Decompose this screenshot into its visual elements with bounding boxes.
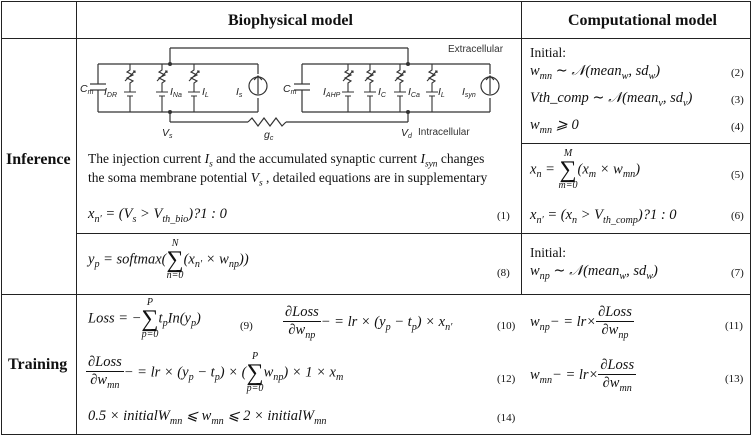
equation-4: wmn ⩾ 0 — [530, 117, 579, 136]
column-divider-1 — [76, 1, 77, 435]
label-il-right: IL — [438, 86, 445, 99]
initial-label-1: Initial: — [530, 45, 566, 60]
equation-10: ∂Loss∂wnp− = lr × (yp − tp) × xn′ — [283, 304, 453, 341]
table-border-left — [1, 1, 2, 435]
equation-8: yp = softmax(N∑n=0(xn′ × wnp)) — [88, 238, 249, 281]
eqnum-12: (12) — [497, 373, 516, 385]
label-vd: Vd — [401, 127, 413, 140]
eqnum-1: (1) — [497, 210, 510, 222]
header-computational: Computational model — [568, 12, 717, 29]
ion-channel-branch — [394, 64, 406, 112]
column-divider-2 — [521, 1, 522, 295]
initial-label-2: Initial: — [530, 245, 566, 260]
section-divider-training — [1, 294, 751, 295]
label-ina: INa — [170, 86, 182, 99]
equation-3: Vth_comp ∼ 𝒩(meanv, sdv) — [530, 90, 693, 109]
label-ica: ICa — [408, 86, 420, 99]
label-intracellular: Intracellular — [418, 127, 470, 138]
equation-1: xn′ = (Vs > Vth_bio)?1 : 0 — [88, 206, 227, 225]
ion-channel-branch — [188, 64, 200, 112]
eqnum-4: (4) — [731, 121, 744, 133]
label-cm-left: Cm — [80, 83, 94, 96]
equation-11: wnp− = lr×∂Loss∂wnp — [530, 304, 634, 341]
equation-14: 0.5 × initialWmn ⩽ wmn ⩽ 2 × initialWmn — [88, 408, 327, 427]
header-biophysical: Biophysical model — [228, 12, 353, 29]
eqnum-14: (14) — [497, 412, 516, 424]
label-cm-right: Cm — [283, 83, 297, 96]
ion-channel-branch — [156, 64, 168, 112]
description-line-1: The injection current Is and the accumul… — [88, 151, 485, 170]
eqnum-3: (3) — [731, 94, 744, 106]
label-il-left: IL — [202, 86, 209, 99]
eqnum-9: (9) — [240, 320, 253, 332]
header-divider — [1, 38, 751, 39]
table-border-bottom — [1, 434, 751, 435]
eqnum-13: (13) — [725, 373, 744, 385]
eqnum-11: (11) — [725, 320, 743, 332]
cell-divider-comp-1 — [521, 143, 751, 144]
label-ic: IC — [378, 86, 387, 99]
eqnum-6: (6) — [731, 210, 744, 222]
row-label-inference: Inference — [6, 151, 71, 168]
ion-channel-branch — [342, 64, 354, 112]
table-border-right — [750, 1, 751, 435]
label-isyn: Isyn — [462, 86, 476, 99]
table-border-top — [1, 1, 751, 2]
ion-channel-branch — [124, 64, 136, 112]
label-gc: gc — [264, 129, 274, 142]
row-label-training: Training — [8, 356, 68, 373]
circuit-diagram: Extracellular Intracellular Cm IDR INa I… — [80, 44, 504, 142]
label-is: Is — [236, 86, 243, 99]
eqnum-10: (10) — [497, 320, 516, 332]
cell-divider-row — [76, 233, 751, 234]
label-idr: IDR — [104, 86, 117, 99]
equation-6: xn′ = (xn > Vth_comp)?1 : 0 — [530, 207, 677, 226]
description-line-2: the soma membrane potential Vs , detaile… — [88, 170, 488, 189]
ion-channel-branch — [426, 64, 438, 112]
eqnum-7: (7) — [731, 267, 744, 279]
equation-5: xn = M∑m=0(xm × wmn) — [530, 148, 641, 191]
eqnum-5: (5) — [731, 169, 744, 181]
label-iahp: IAHP — [323, 86, 341, 99]
label-extracellular: Extracellular — [448, 44, 504, 55]
equation-2: wmn ∼ 𝒩(meanw, sdw) — [530, 63, 661, 82]
eqnum-8: (8) — [497, 267, 510, 279]
equation-7: wnp ∼ 𝒩(meanw, sdw) — [530, 263, 658, 282]
eqnum-2: (2) — [731, 67, 744, 79]
label-vs: Vs — [162, 127, 173, 140]
ion-channel-branch — [364, 64, 376, 112]
equation-13: wmn− = lr×∂Loss∂wmn — [530, 357, 637, 394]
